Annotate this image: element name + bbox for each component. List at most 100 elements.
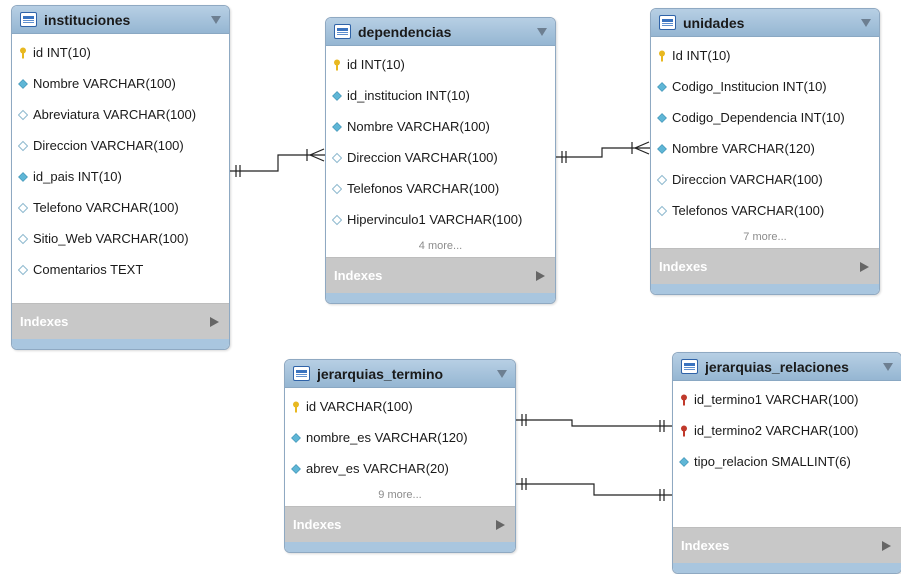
indexes-bar[interactable]: Indexes [326, 257, 555, 293]
indexes-label: Indexes [334, 268, 383, 283]
column-row[interactable]: Abreviatura VARCHAR(100) [12, 99, 229, 130]
column-label: Codigo_Dependencia INT(10) [672, 110, 845, 125]
column-label: id_termino2 VARCHAR(100) [694, 423, 859, 438]
more-columns-link[interactable]: 9 more... [378, 489, 422, 501]
table-instituciones[interactable]: instituciones id INT(10) Nombre VARCHAR(… [11, 5, 230, 350]
column-row[interactable]: Id INT(10) [651, 40, 879, 71]
expand-arrow-icon[interactable] [860, 261, 869, 272]
filled-diamond-icon [657, 112, 667, 124]
column-row[interactable]: Direccion VARCHAR(100) [12, 130, 229, 161]
column-row[interactable]: Codigo_Institucion INT(10) [651, 71, 879, 102]
column-label: Nombre VARCHAR(120) [672, 141, 815, 156]
column-row[interactable]: id_institucion INT(10) [326, 80, 555, 111]
table-header[interactable]: instituciones [12, 6, 229, 34]
hollow-diamond-icon [17, 140, 29, 152]
hollow-diamond-icon [17, 264, 29, 276]
column-row[interactable]: nombre_es VARCHAR(120) [285, 422, 515, 453]
table-header[interactable]: jerarquias_relaciones [673, 353, 901, 381]
connector-termino-relaciones-1 [514, 419, 672, 427]
table-icon [334, 24, 351, 39]
indexes-bar[interactable]: Indexes [285, 506, 515, 542]
filled-diamond-icon [332, 90, 342, 102]
table-header[interactable]: jerarquias_termino [285, 360, 515, 388]
column-label: Direccion VARCHAR(100) [672, 172, 823, 187]
column-row[interactable]: Sitio_Web VARCHAR(100) [12, 223, 229, 254]
chevron-down-icon[interactable] [883, 362, 893, 371]
column-label: Nombre VARCHAR(100) [347, 119, 490, 134]
expand-arrow-icon[interactable] [496, 519, 505, 530]
column-label: nombre_es VARCHAR(120) [306, 430, 468, 445]
column-row[interactable]: id_termino2 VARCHAR(100) [673, 415, 901, 446]
column-row[interactable]: id INT(10) [326, 49, 555, 80]
column-row[interactable]: id_pais INT(10) [12, 161, 229, 192]
more-columns-link[interactable]: 4 more... [418, 240, 463, 252]
indexes-label: Indexes [293, 517, 342, 532]
filled-diamond-icon [679, 456, 689, 468]
filled-diamond-icon [657, 81, 667, 93]
column-row[interactable]: id_termino1 VARCHAR(100) [673, 384, 901, 415]
column-label: Telefonos VARCHAR(100) [672, 203, 825, 218]
table-title: dependencias [358, 23, 452, 40]
filled-diamond-icon [657, 143, 667, 155]
table-icon [20, 12, 37, 27]
column-row[interactable]: Comentarios TEXT [12, 254, 229, 285]
hollow-diamond-icon [331, 214, 343, 226]
column-row[interactable]: id VARCHAR(100) [285, 391, 515, 422]
indexes-label: Indexes [20, 314, 69, 329]
indexes-bar[interactable]: Indexes [651, 248, 879, 284]
chevron-down-icon[interactable] [211, 15, 221, 24]
column-label: abrev_es VARCHAR(20) [306, 461, 449, 476]
column-row[interactable]: Hipervinculo1 VARCHAR(100) [326, 204, 555, 235]
table-jerarquias-relaciones[interactable]: jerarquias_relaciones id_termino1 VARCHA… [672, 352, 901, 574]
column-row[interactable]: Nombre VARCHAR(100) [326, 111, 555, 142]
primary-key-icon [18, 47, 28, 59]
table-unidades[interactable]: unidades Id INT(10) Codigo_Institucion I… [650, 8, 880, 295]
hollow-diamond-icon [656, 174, 668, 186]
expand-arrow-icon[interactable] [536, 270, 545, 281]
chevron-down-icon[interactable] [497, 369, 507, 378]
filled-diamond-icon [332, 121, 342, 133]
column-label: id_institucion INT(10) [347, 88, 470, 103]
column-row[interactable]: Direccion VARCHAR(100) [326, 142, 555, 173]
indexes-label: Indexes [659, 259, 708, 274]
column-row[interactable]: Telefonos VARCHAR(100) [326, 173, 555, 204]
table-header[interactable]: unidades [651, 9, 879, 37]
hollow-diamond-icon [656, 205, 668, 217]
table-icon [293, 366, 310, 381]
filled-diamond-icon [18, 78, 28, 90]
table-title: jerarquias_termino [317, 365, 444, 382]
column-row[interactable]: Telefonos VARCHAR(100) [651, 195, 879, 226]
indexes-bar[interactable]: Indexes [12, 303, 229, 339]
column-label: id INT(10) [33, 45, 91, 60]
column-label: Telefono VARCHAR(100) [33, 200, 179, 215]
column-row[interactable]: abrev_es VARCHAR(20) [285, 453, 515, 484]
filled-diamond-icon [291, 463, 301, 475]
column-row[interactable]: Direccion VARCHAR(100) [651, 164, 879, 195]
foreign-key-icon [679, 425, 689, 437]
column-row[interactable]: Nombre VARCHAR(100) [12, 68, 229, 99]
chevron-down-icon[interactable] [537, 27, 547, 36]
table-dependencias[interactable]: dependencias id INT(10) id_institucion I… [325, 17, 556, 304]
table-icon [659, 15, 676, 30]
column-row[interactable]: Telefono VARCHAR(100) [12, 192, 229, 223]
table-title: jerarquias_relaciones [705, 358, 849, 375]
column-label: Codigo_Institucion INT(10) [672, 79, 827, 94]
chevron-down-icon[interactable] [861, 18, 871, 27]
table-jerarquias-termino[interactable]: jerarquias_termino id VARCHAR(100) nombr… [284, 359, 516, 553]
hollow-diamond-icon [17, 202, 29, 214]
column-row[interactable]: Nombre VARCHAR(120) [651, 133, 879, 164]
table-icon [681, 359, 698, 374]
indexes-bar[interactable]: Indexes [673, 527, 901, 563]
table-header[interactable]: dependencias [326, 18, 555, 46]
table-title: instituciones [44, 11, 131, 28]
more-columns-link[interactable]: 7 more... [743, 231, 787, 243]
expand-arrow-icon[interactable] [210, 316, 219, 327]
column-row[interactable]: id INT(10) [12, 37, 229, 68]
expand-arrow-icon[interactable] [882, 540, 891, 551]
column-row[interactable]: tipo_relacion SMALLINT(6) [673, 446, 901, 477]
column-row[interactable]: Codigo_Dependencia INT(10) [651, 102, 879, 133]
primary-key-icon [657, 50, 667, 62]
primary-key-icon [332, 59, 342, 71]
hollow-diamond-icon [17, 109, 29, 121]
primary-key-icon [291, 401, 301, 413]
